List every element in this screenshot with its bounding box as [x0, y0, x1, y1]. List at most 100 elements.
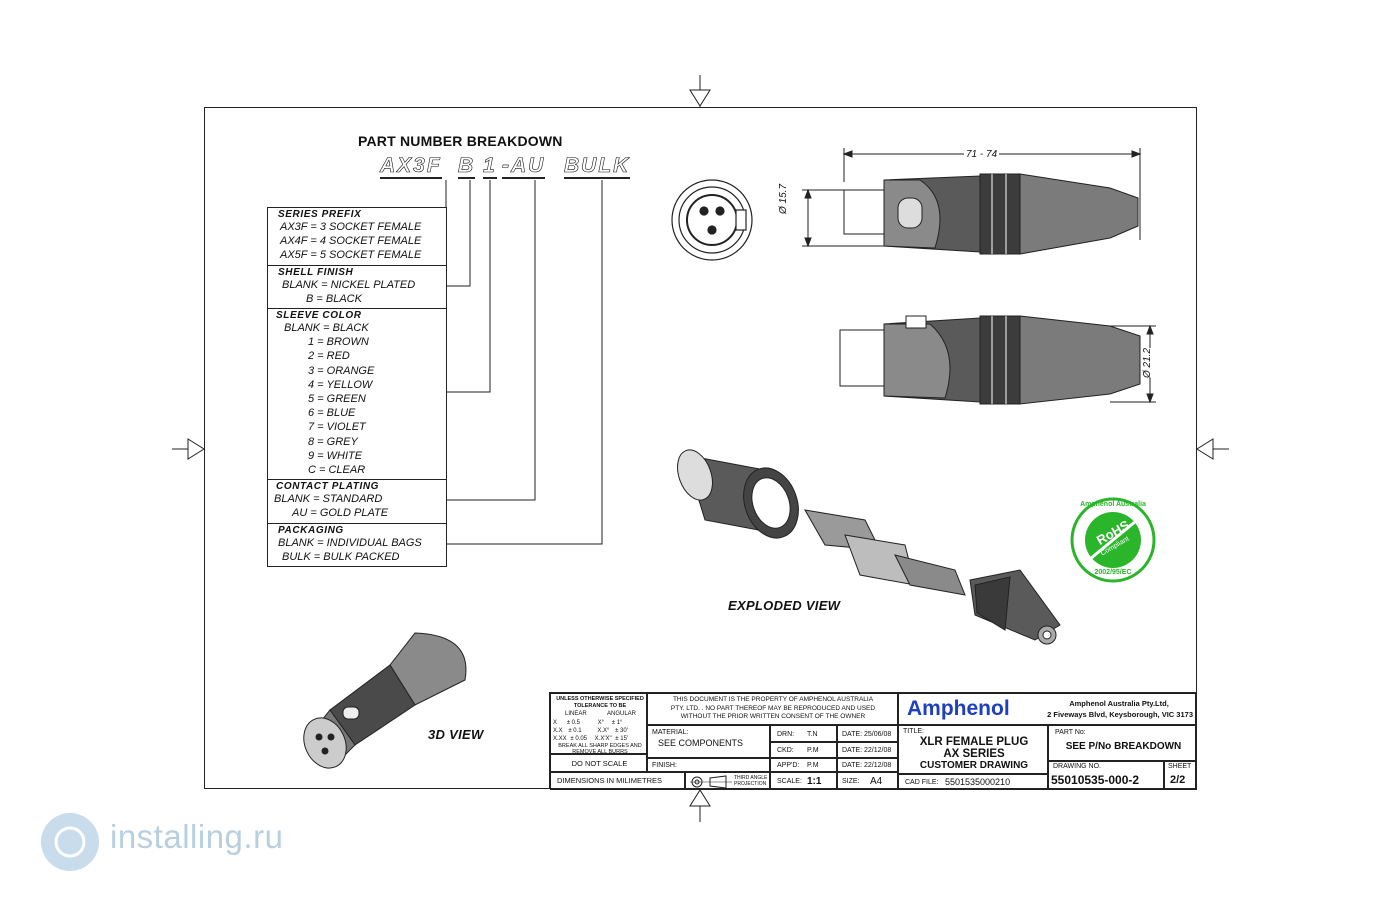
side-views-drawing	[802, 148, 1156, 405]
property-note-cell: THIS DOCUMENT IS THE PROPERTY OF AMPHENO…	[647, 693, 898, 725]
date3-cell: DATE: 22/12/08	[837, 758, 898, 772]
ckd-cell: CKD: P.M	[770, 742, 837, 758]
material-value: SEE COMPONENTS	[658, 738, 744, 748]
legend-heading: PACKAGING	[278, 524, 344, 536]
do-not-scale-text: DO NOT SCALE	[571, 759, 628, 768]
legend-series-prefix: SERIES PREFIX AX3F = 3 SOCKET FEMALE AX4…	[268, 208, 446, 266]
three-d-view-drawing	[303, 632, 467, 769]
part-no-label: PART No:	[1055, 729, 1086, 736]
ckd-value: P.M	[807, 747, 819, 754]
material-cell: MATERIAL: SEE COMPONENTS	[647, 725, 770, 758]
tolerance-header: UNLESS OTHERWISE SPECIFIED TOLERANCE TO …	[556, 696, 644, 709]
amphenol-logo: Amphenol	[907, 697, 1010, 720]
tol-cell: X°	[597, 720, 605, 726]
legend-line: 8 = GREY	[308, 435, 358, 448]
legend-line: AX5F = 5 SOCKET FEMALE	[280, 249, 422, 262]
part-number-legend: SERIES PREFIX AX3F = 3 SOCKET FEMALE AX4…	[267, 207, 447, 568]
legend-line: 7 = VIOLET	[308, 421, 366, 434]
size-label: SIZE:	[842, 778, 860, 785]
appd-value: P.M	[807, 762, 819, 769]
drn-value: T.N	[807, 731, 818, 738]
part-no-cell: PART No: SEE P/No BREAKDOWN	[1048, 725, 1197, 761]
company-line2: 2 Fiveways Blvd, Keysborough, VIC 3173	[1047, 710, 1193, 719]
legend-line: BULK = BULK PACKED	[282, 550, 400, 563]
date-label: DATE:	[842, 731, 863, 738]
appd-cell: APP'D: P.M	[770, 758, 837, 772]
legend-line: 6 = BLUE	[308, 407, 356, 420]
legend-line: 4 = YELLOW	[308, 378, 373, 391]
material-label: MATERIAL:	[652, 729, 689, 736]
sheet-label: SHEET	[1168, 763, 1192, 770]
tolerance-rows: X ± 0.5 X° ± 1° X.X ± 0.1 X.X° ± 30' X.X…	[553, 719, 628, 743]
date1-cell: DATE: 25/06/08	[837, 725, 898, 742]
legend-contact-plating: CONTACT PLATING BLANK = STANDARD AU = GO…	[268, 480, 446, 524]
tol-cell: ± 1°	[611, 720, 623, 726]
title-cell: TITLE: XLR FEMALE PLUG AX SERIES CUSTOME…	[898, 725, 1048, 774]
title-block: UNLESS OTHERWISE SPECIFIED TOLERANCE TO …	[549, 692, 1197, 790]
drn-label: DRN:	[777, 731, 795, 738]
legend-line: BLANK = BLACK	[284, 322, 369, 335]
legend-heading: CONTACT PLATING	[276, 481, 380, 493]
tol-cell: ± 30'	[615, 728, 628, 734]
size-value: A4	[870, 776, 883, 787]
ckd-label: CKD:	[777, 747, 794, 754]
dimensions-unit-cell: DIMENSIONS IN MILIMETRES	[550, 772, 685, 790]
tol-cell: X.XX	[553, 736, 567, 742]
date-label: DATE:	[842, 762, 863, 769]
pn-segment-sleeve: 1	[483, 154, 497, 179]
dimensions-unit-text: DIMENSIONS IN MILIMETRES	[557, 776, 663, 785]
drawing-no-value: 55010535-000-2	[1051, 773, 1140, 787]
drawing-no-label: DRAWING NO.	[1053, 763, 1101, 770]
legend-heading: SERIES PREFIX	[278, 209, 362, 220]
length-dimension: 71 - 74	[964, 149, 1000, 160]
date-drawn: 25/06/08	[864, 731, 892, 738]
angular-label: ANGULAR	[607, 711, 637, 717]
pn-segment-packaging: BULK	[564, 154, 631, 179]
legend-packaging: PACKAGING BLANK = INDIVIDUAL BAGS BULK =…	[268, 524, 446, 566]
small-diameter-dimension: Ø 15.7	[778, 183, 789, 214]
legend-heading: SLEEVE COLOR	[276, 310, 362, 322]
legend-heading: SHELL FINISH	[278, 266, 354, 278]
tol-cell: X.X'X"	[594, 736, 612, 742]
pn-segment-shell: B	[458, 154, 476, 179]
size-cell: SIZE: A4	[837, 772, 898, 790]
front-view-drawing	[671, 179, 753, 261]
legend-line: 9 = WHITE	[308, 449, 363, 462]
watermark-logo-icon	[41, 813, 99, 871]
third-angle-projection-icon	[690, 775, 732, 789]
date2-cell: DATE: 22/12/08	[837, 742, 898, 758]
title-line3: CUSTOMER DRAWING	[919, 760, 1029, 771]
exploded-view-label: EXPLODED VIEW	[728, 598, 841, 613]
legend-shell-finish: SHELL FINISH BLANK = NICKEL PLATED B = B…	[268, 266, 446, 310]
property-note: THIS DOCUMENT IS THE PROPERTY OF AMPHENO…	[670, 696, 876, 720]
large-diameter-dimension: Ø 21.2	[1142, 347, 1153, 378]
sheet-cell: SHEET 2/2	[1164, 761, 1197, 790]
sheet-value: 2/2	[1170, 774, 1186, 786]
legend-line: BLANK = NICKEL PLATED	[282, 278, 416, 291]
pn-segment-contact: -AU	[502, 154, 546, 179]
cad-label: CAD FILE:	[905, 779, 939, 786]
company-line1: Amphenol Australia Pty.Ltd,	[1069, 699, 1169, 708]
title-label: TITLE:	[903, 728, 925, 735]
legend-line: BLANK = INDIVIDUAL BAGS	[278, 536, 422, 549]
date-label: DATE:	[842, 747, 863, 754]
part-no-value: SEE P/No BREAKDOWN	[1065, 741, 1182, 752]
legend-line: B = BLACK	[306, 292, 362, 305]
cad-file-cell: CAD FILE: 5501535000210	[898, 774, 1048, 790]
pn-segment-prefix: AX3F	[380, 154, 442, 179]
projection-cell: THIRD ANGLE PROJECTION	[685, 772, 770, 790]
linear-label: LINEAR	[565, 711, 587, 717]
tol-cell: ± 0.05	[570, 736, 587, 742]
finish-label: FINISH:	[652, 762, 677, 769]
projection-text: THIRD ANGLE PROJECTION	[734, 775, 768, 787]
exploded-view-drawing	[677, 449, 1061, 645]
legend-line: 2 = RED	[308, 350, 350, 363]
cad-value: 5501535000210	[945, 777, 1011, 787]
appd-label: APP'D:	[777, 762, 800, 769]
rohs-top-text: Amphenol Australia	[1080, 501, 1146, 508]
legend-line: 5 = GREEN	[308, 393, 366, 406]
legend-line: C = CLEAR	[308, 464, 366, 477]
legend-line: AU = GOLD PLATE	[292, 507, 389, 520]
